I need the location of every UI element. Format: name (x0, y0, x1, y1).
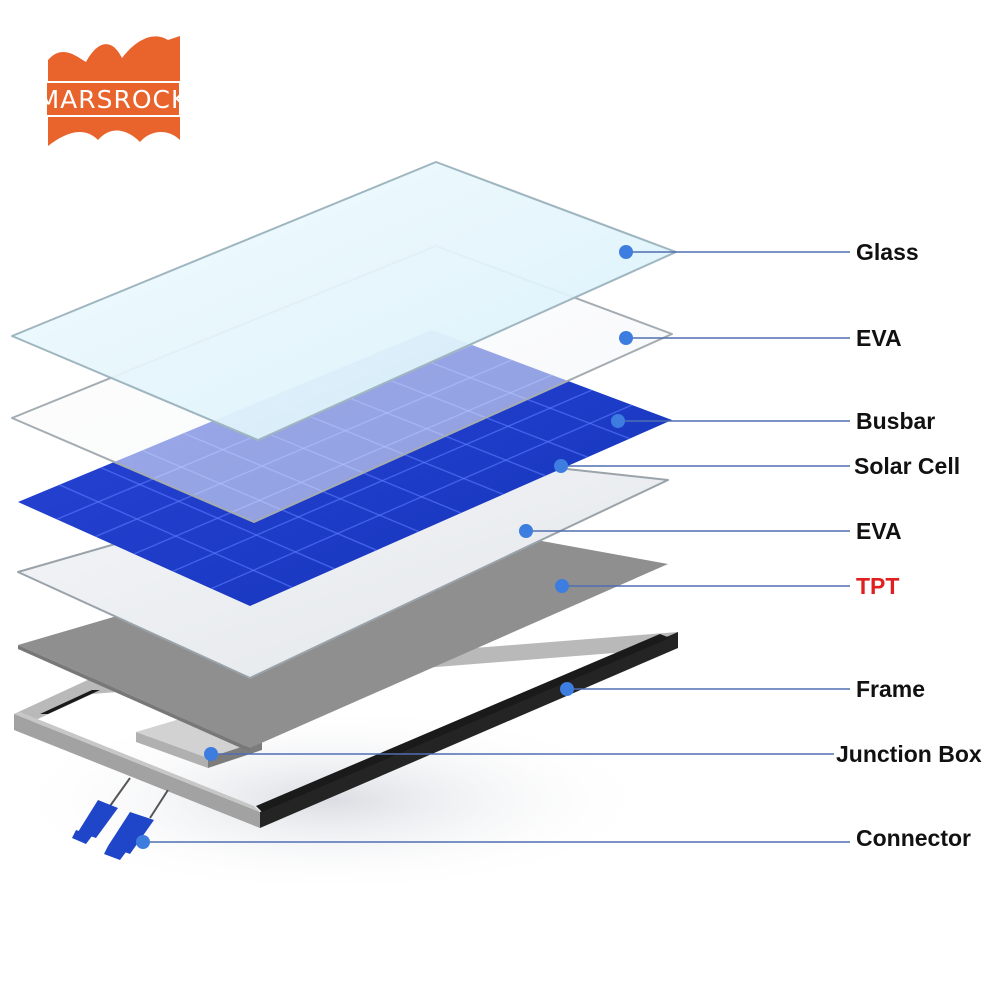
callout-dot (555, 579, 569, 593)
label-tpt: TPT (856, 573, 899, 599)
callout-dot (619, 331, 633, 345)
floor-shadow (0, 705, 660, 895)
label-junction-box: Junction Box (836, 741, 982, 767)
callout-dot (619, 245, 633, 259)
callout-glass: Glass (619, 239, 919, 265)
callout-busbar: Busbar (611, 408, 935, 434)
label-glass: Glass (856, 239, 919, 265)
callout-dot (560, 682, 574, 696)
label-busbar: Busbar (856, 408, 935, 434)
label-frame: Frame (856, 676, 925, 702)
label-solar-cell: Solar Cell (854, 453, 960, 479)
label-eva-top: EVA (856, 325, 902, 351)
marsrock-logo: MARSROCK (38, 36, 189, 146)
callout-dot (519, 524, 533, 538)
callout-dot (136, 835, 150, 849)
logo-text: MARSROCK (38, 85, 189, 114)
callout-dot (204, 747, 218, 761)
label-connector: Connector (856, 825, 971, 851)
callout-frame: Frame (560, 676, 925, 702)
callout-dot (611, 414, 625, 428)
label-eva-bottom: EVA (856, 518, 902, 544)
callout-dot (554, 459, 568, 473)
callout-eva-top: EVA (619, 325, 902, 351)
